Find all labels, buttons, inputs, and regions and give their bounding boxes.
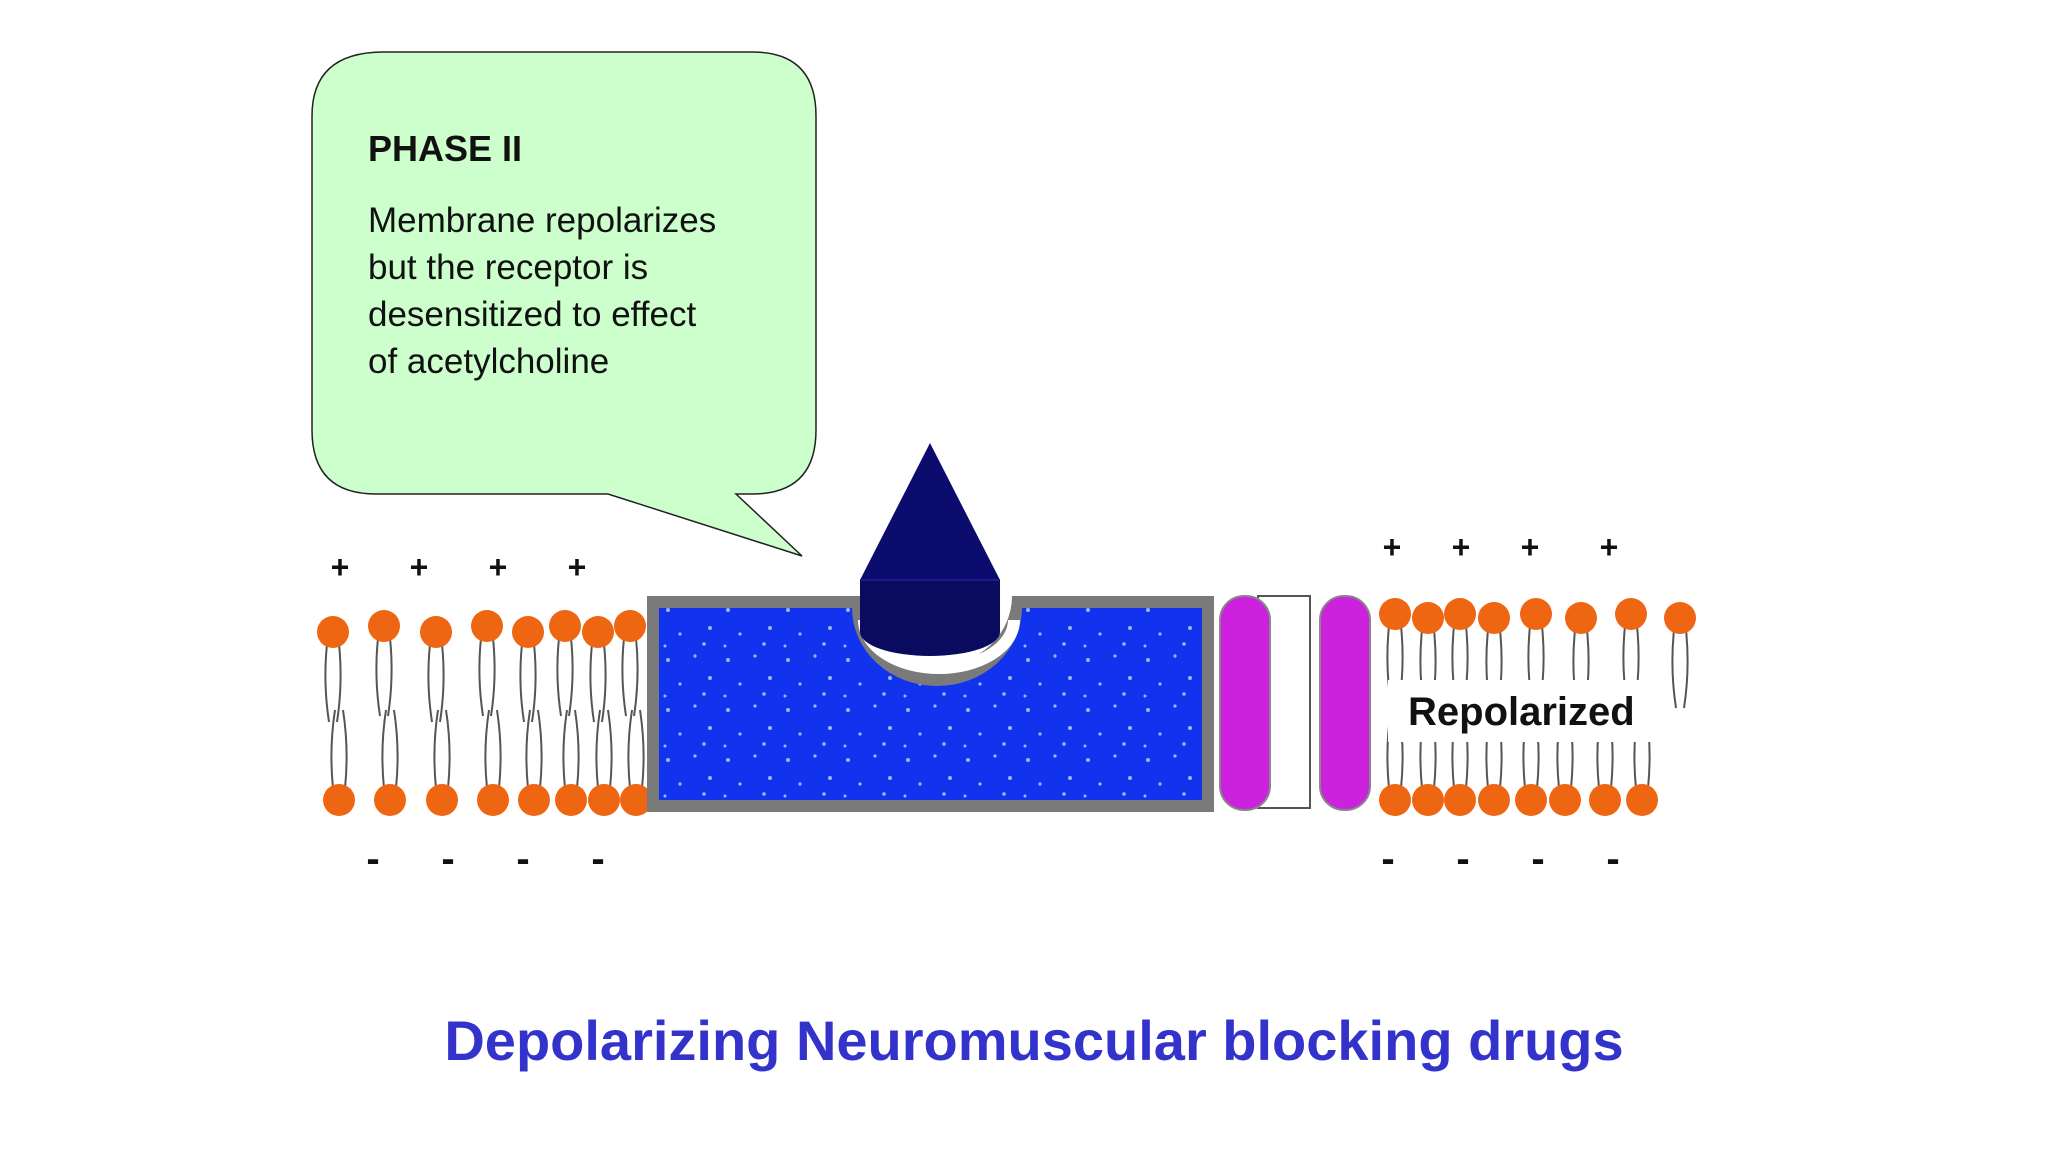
phospholipid-left-top-7: [614, 610, 646, 717]
state-label-backing: [1388, 680, 1668, 742]
callout-line-3: desensitized to effect: [368, 295, 696, 334]
drug-cone-top: [860, 443, 1000, 580]
charge-plus-right-3: +: [1521, 529, 1540, 565]
phospholipid-left-bottom-7: [620, 709, 652, 816]
receptor-speckles: [659, 608, 1202, 800]
charge-plus-right-1: +: [1383, 529, 1402, 565]
phospholipid-left-bottom-6: [588, 709, 620, 816]
phospholipid-left-bottom-1: [374, 709, 406, 816]
callout-shape: [311, 51, 817, 557]
charge-minus-left-4: -: [591, 837, 604, 881]
ion-channel: [1219, 595, 1371, 811]
charge-plus-right-2: +: [1452, 529, 1471, 565]
callout-heading: PHASE II: [368, 128, 522, 169]
charge-minus-right-3: -: [1531, 837, 1544, 881]
phospholipid-left-top-3: [471, 610, 503, 717]
callout-line-2: but the receptor is: [368, 248, 648, 287]
phospholipid-left-bottom-3: [477, 709, 509, 816]
charge-plus-left-1: +: [331, 549, 350, 585]
receptor-block: [647, 596, 1214, 812]
phospholipid-left-bottom-5: [555, 709, 587, 816]
charge-minus-right-2: -: [1456, 837, 1469, 881]
phospholipid-left-top-4: [512, 616, 544, 723]
phospholipid-left-top-2: [420, 616, 452, 723]
phospholipid-right-top-7: [1664, 602, 1696, 709]
phospholipid-left-bottom-4: [518, 709, 550, 816]
charge-plus-right-4: +: [1600, 529, 1619, 565]
phospholipid-left-bottom-0: [323, 709, 355, 816]
channel-wall-left: [1219, 595, 1271, 811]
callout-bubble: PHASE II Membrane repolarizes but the re…: [311, 51, 817, 557]
charge-minus-left-2: -: [441, 837, 454, 881]
charge-plus-left-2: +: [410, 549, 429, 585]
phospholipid-left-bottom-2: [426, 709, 458, 816]
drug-cone-base: [860, 580, 1000, 656]
charge-minus-right-1: -: [1381, 837, 1394, 881]
charge-plus-left-4: +: [568, 549, 587, 585]
channel-wall-right: [1319, 595, 1371, 811]
phospholipid-left-top-6: [582, 616, 614, 723]
callout-line-1: Membrane repolarizes: [368, 201, 716, 240]
phospholipid-left-top-0: [317, 616, 349, 723]
phospholipid-left-top-1: [368, 610, 400, 717]
charge-plus-left-3: +: [489, 549, 508, 585]
charge-minus-left-3: -: [516, 837, 529, 881]
slide-title: Depolarizing Neuromuscular blocking drug…: [444, 1009, 1623, 1072]
charge-minus-left-1: -: [366, 837, 379, 881]
lipid-bilayer-left: [317, 610, 652, 816]
phospholipid-left-top-5: [549, 610, 581, 717]
charge-minus-right-4: -: [1606, 837, 1619, 881]
callout-line-4: of acetylcholine: [368, 342, 609, 381]
drug-cone: [860, 443, 1000, 656]
repolarized-label: Repolarized: [1408, 690, 1635, 734]
